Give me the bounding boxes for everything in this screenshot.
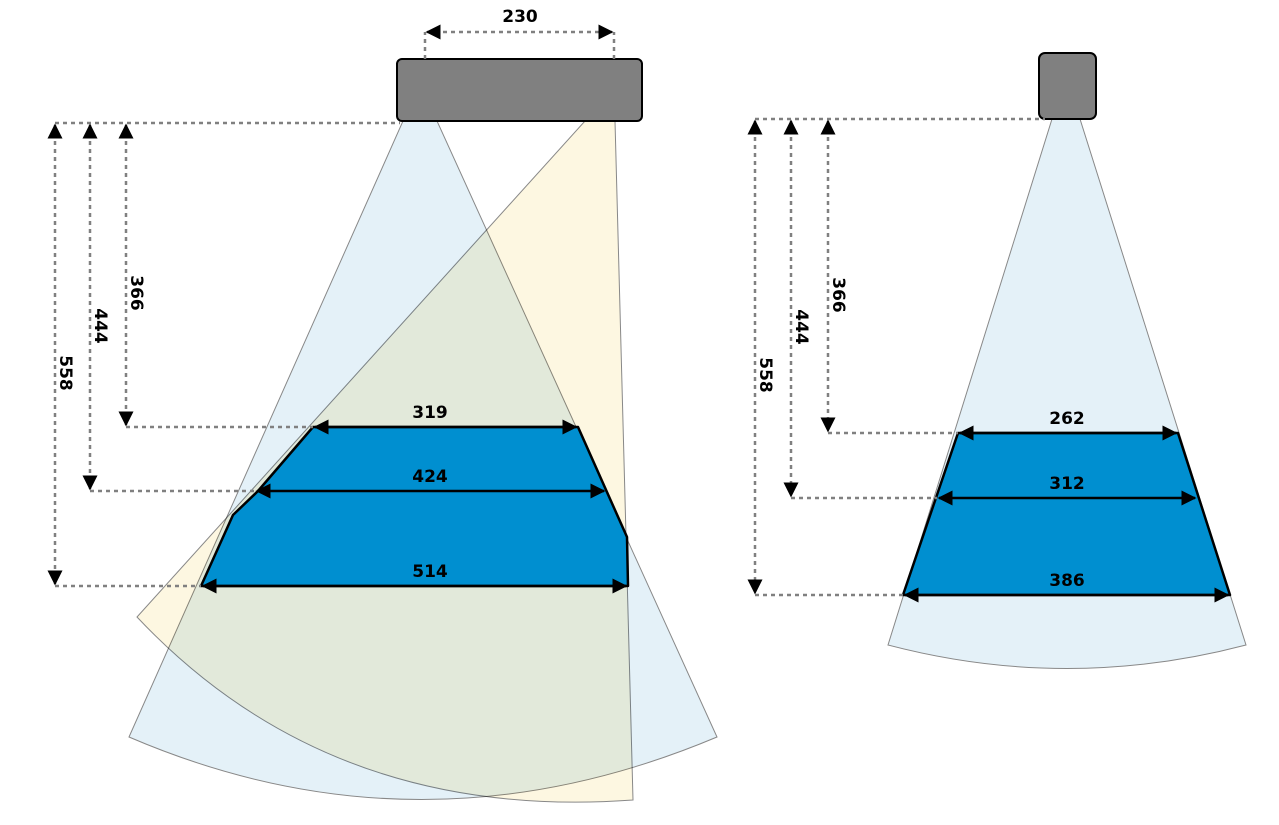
height-label-444: 444 [90, 308, 110, 344]
width-label-312: 312 [1049, 474, 1085, 494]
width-label-424: 424 [412, 467, 448, 487]
left-sensor-diagram: 230 558 444 366 319 424 514 [47, 7, 718, 803]
width-label-262: 262 [1049, 409, 1085, 429]
width-label-319: 319 [412, 403, 448, 423]
height-label-558: 558 [755, 357, 775, 393]
height-label-366: 366 [126, 275, 146, 311]
right-sensor-diagram: 558 444 366 262 312 386 [747, 52, 1247, 669]
left-sensor-device [396, 58, 643, 122]
right-sensor-device [1038, 52, 1097, 120]
width-label-514: 514 [412, 562, 448, 582]
width-label-386: 386 [1049, 571, 1085, 591]
spacing-label: 230 [502, 7, 538, 27]
height-label-366: 366 [828, 277, 848, 313]
height-label-558: 558 [55, 355, 75, 391]
height-label-444: 444 [791, 309, 811, 345]
